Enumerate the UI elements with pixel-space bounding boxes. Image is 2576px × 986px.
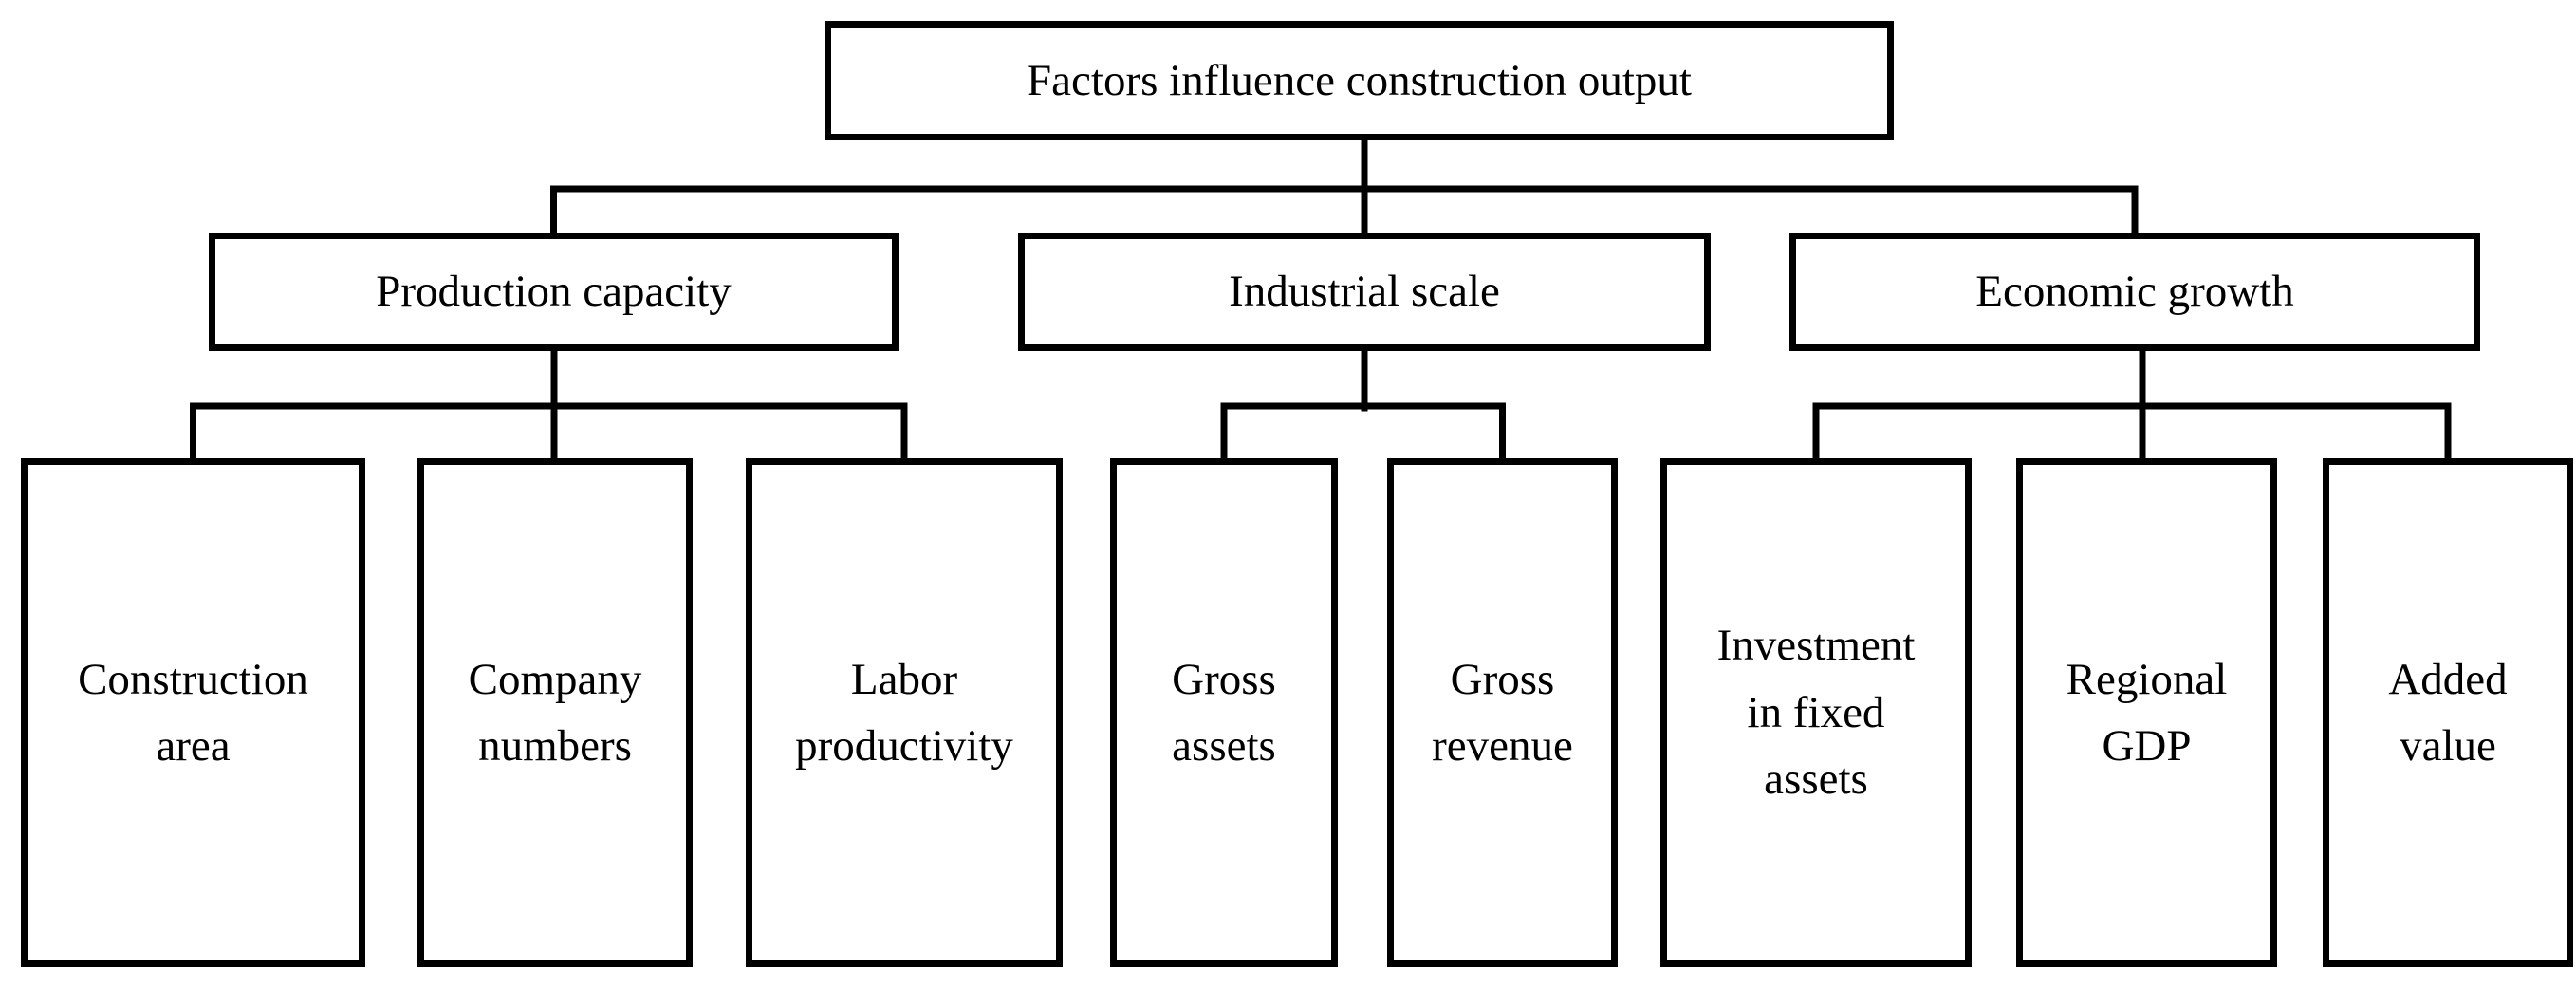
node-label: Gross assets xyxy=(1172,654,1276,772)
node-labor-productivity: Labor productivity xyxy=(746,458,1063,967)
node-economic-growth: Economic growth xyxy=(1789,233,2480,351)
node-factors-influence-construction-output: Factors influence construction output xyxy=(825,21,1894,140)
node-label: Added value xyxy=(2388,654,2508,772)
node-label: Company numbers xyxy=(468,654,642,772)
node-label: Regional GDP xyxy=(2066,654,2228,772)
node-company-numbers: Company numbers xyxy=(417,458,693,967)
connector-economic-growth-to-children xyxy=(1812,345,2452,465)
node-label: Production capacity xyxy=(376,267,732,317)
connector-production-capacity-to-children xyxy=(190,345,908,465)
node-label: Labor productivity xyxy=(795,654,1013,772)
node-label: Factors influence construction output xyxy=(1027,55,1692,105)
connector-root-to-level2 xyxy=(550,134,2139,239)
node-investment-in-fixed-assets: Investment in fixed assets xyxy=(1660,458,1972,967)
node-gross-assets: Gross assets xyxy=(1110,458,1338,967)
connector-industrial-scale-to-children xyxy=(1220,345,1506,465)
node-regional-gdp: Regional GDP xyxy=(2016,458,2277,967)
node-label: Industrial scale xyxy=(1229,267,1500,317)
node-added-value: Added value xyxy=(2323,458,2573,967)
node-label: Economic growth xyxy=(1975,267,2294,317)
node-label: Gross revenue xyxy=(1432,654,1573,772)
node-production-capacity: Production capacity xyxy=(209,233,899,351)
node-label: Construction area xyxy=(78,654,308,772)
node-industrial-scale: Industrial scale xyxy=(1018,233,1711,351)
node-construction-area: Construction area xyxy=(21,458,365,967)
node-label: Investment in fixed assets xyxy=(1716,621,1916,805)
node-gross-revenue: Gross revenue xyxy=(1387,458,1618,967)
